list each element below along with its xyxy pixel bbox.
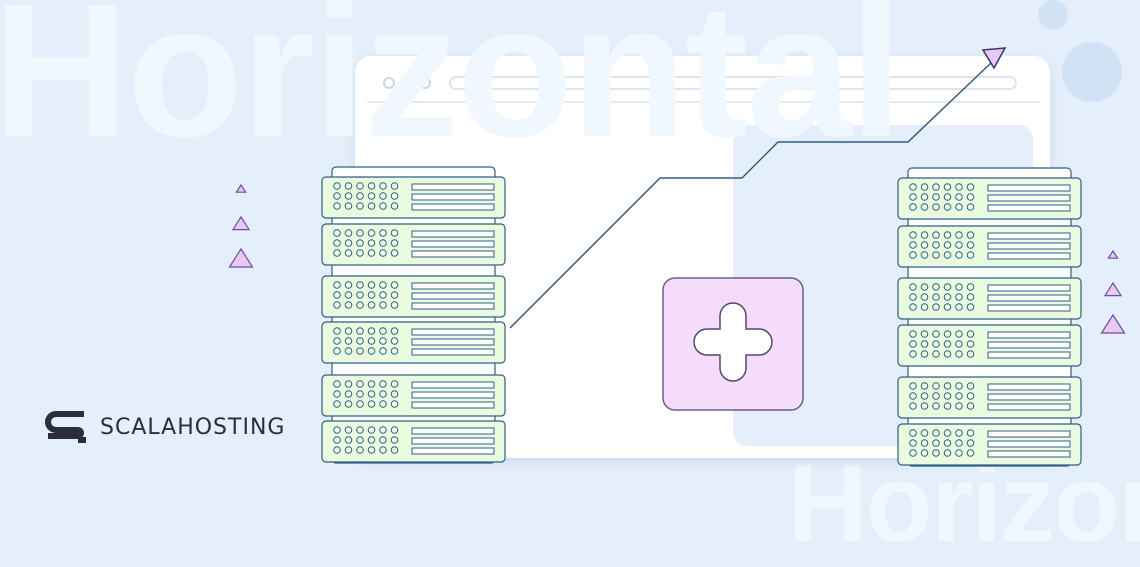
window-dot-icon xyxy=(383,77,395,89)
server-unit xyxy=(897,225,1082,268)
server-unit xyxy=(321,420,506,463)
decorative-bubble xyxy=(1062,42,1122,102)
window-dot-icon xyxy=(401,77,413,89)
server-unit xyxy=(897,177,1082,220)
triangle-icon xyxy=(228,247,254,268)
server-unit xyxy=(897,324,1082,367)
brand-name: SCALAHOSTING xyxy=(100,414,286,440)
triangle-icon xyxy=(1107,249,1119,259)
server-rack-right xyxy=(897,167,1082,467)
server-unit xyxy=(897,277,1082,320)
server-unit xyxy=(897,376,1082,419)
server-unit xyxy=(321,374,506,417)
brand-logo: SCALAHOSTING xyxy=(44,410,285,444)
triangle-icon xyxy=(1100,313,1126,334)
triangle-icon xyxy=(231,215,251,231)
scaling-illustration xyxy=(228,47,1126,467)
server-rack-left xyxy=(321,166,506,464)
address-bar xyxy=(449,76,1017,90)
server-unit xyxy=(897,423,1082,466)
window-dot-icon xyxy=(419,77,431,89)
decorative-bubble xyxy=(1038,0,1068,30)
server-unit xyxy=(321,176,506,219)
growth-arrow-icon xyxy=(509,47,1007,329)
plus-icon xyxy=(662,277,804,411)
server-unit xyxy=(321,275,506,318)
scalahosting-s-logo-icon xyxy=(45,411,86,443)
server-unit xyxy=(321,321,506,364)
triangle-icon xyxy=(1103,281,1123,297)
server-unit xyxy=(321,223,506,266)
triangle-icon xyxy=(235,183,247,193)
